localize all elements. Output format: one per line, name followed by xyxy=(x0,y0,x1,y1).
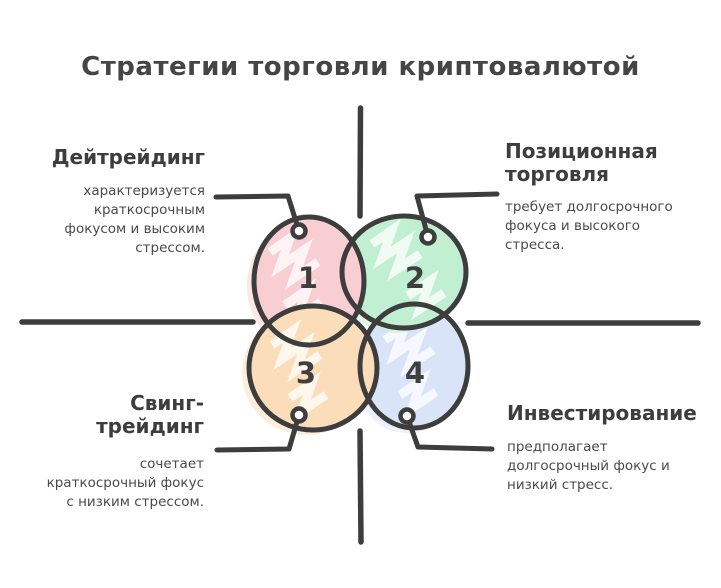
quadrant-2-label-line: торговля xyxy=(505,162,609,186)
desc-line: характеризуется xyxy=(83,183,205,199)
desc-line: долгосрочный фокус и xyxy=(507,458,670,474)
anchor-dots xyxy=(290,222,437,425)
circle-2-scribble-highlight xyxy=(369,218,447,321)
quadrant-2-desc: требует долгосрочного фокуса и высокого … xyxy=(505,198,695,255)
desc-line: краткосрочным xyxy=(93,202,205,218)
quadrant-3-label-line: Свинг- xyxy=(130,391,204,415)
desc-line: стрессом. xyxy=(135,240,205,256)
circle-2-number: 2 xyxy=(405,261,425,295)
circle-1-outline xyxy=(251,214,367,348)
connector-line-1 xyxy=(213,193,302,234)
connector-line-4 xyxy=(404,413,495,452)
connector-line-2 xyxy=(414,191,500,240)
circle-outlines xyxy=(246,213,471,433)
quadrant-2-label-line: Позиционная xyxy=(505,139,658,163)
venn-circle-3 xyxy=(242,308,375,435)
quadrant-axes xyxy=(19,105,701,545)
quadrant-2-label: Позиционная торговля xyxy=(505,140,695,186)
quadrant-3-label-line: трейдинг xyxy=(96,414,204,438)
circle-3-number: 3 xyxy=(296,356,316,390)
circle-4-number: 4 xyxy=(405,356,425,390)
venn-circle-4 xyxy=(353,306,466,433)
anchor-dot-4 xyxy=(398,407,416,425)
circle-numbers: 1 2 3 4 xyxy=(296,261,425,390)
desc-line: сочетает xyxy=(139,456,204,472)
desc-line: с низким стрессом. xyxy=(66,494,204,510)
axis-vertical-top xyxy=(357,105,364,219)
connector-lines xyxy=(213,191,500,453)
circle-3-scribble-highlight xyxy=(269,319,329,423)
quadrant-3-label: Свинг- трейдинг xyxy=(35,392,204,438)
quadrant-1-desc: характеризуется краткосрочным фокусом и … xyxy=(35,182,205,258)
circle-3-outline xyxy=(246,303,380,433)
axis-vertical-bottom xyxy=(357,428,364,545)
desc-line: фокусом и высоким xyxy=(64,221,205,237)
connector-line-3 xyxy=(214,412,302,453)
circle-1-number: 1 xyxy=(298,261,318,295)
circle-4-outline xyxy=(357,301,471,431)
quadrant-4-label: Инвестирование xyxy=(507,402,702,425)
anchor-dot-1 xyxy=(290,222,308,240)
desc-line: требует долгосрочного xyxy=(505,199,673,215)
desc-line: стресса. xyxy=(505,237,565,253)
circle-2-outline xyxy=(339,213,469,331)
quadrant-4-desc: предполагает долгосрочный фокус и низкий… xyxy=(507,438,702,495)
quadrant-1-label: Дейтрейдинг xyxy=(35,146,205,169)
desc-line: низкий стресс. xyxy=(507,477,614,493)
quadrant-3-desc: сочетает краткосрочный фокус с низким ст… xyxy=(25,455,204,512)
anchor-dot-3 xyxy=(290,406,308,424)
quadrant-4-label-line: Инвестирование xyxy=(507,401,697,425)
desc-line: фокуса и высокого xyxy=(505,218,641,234)
quadrant-1-label-line: Дейтрейдинг xyxy=(51,145,205,169)
page-title: Стратегии торговли криптовалютой xyxy=(81,52,640,82)
anchor-dot-2 xyxy=(419,228,437,246)
desc-line: краткосрочный фокус xyxy=(46,475,204,491)
desc-line: предполагает xyxy=(507,439,608,455)
